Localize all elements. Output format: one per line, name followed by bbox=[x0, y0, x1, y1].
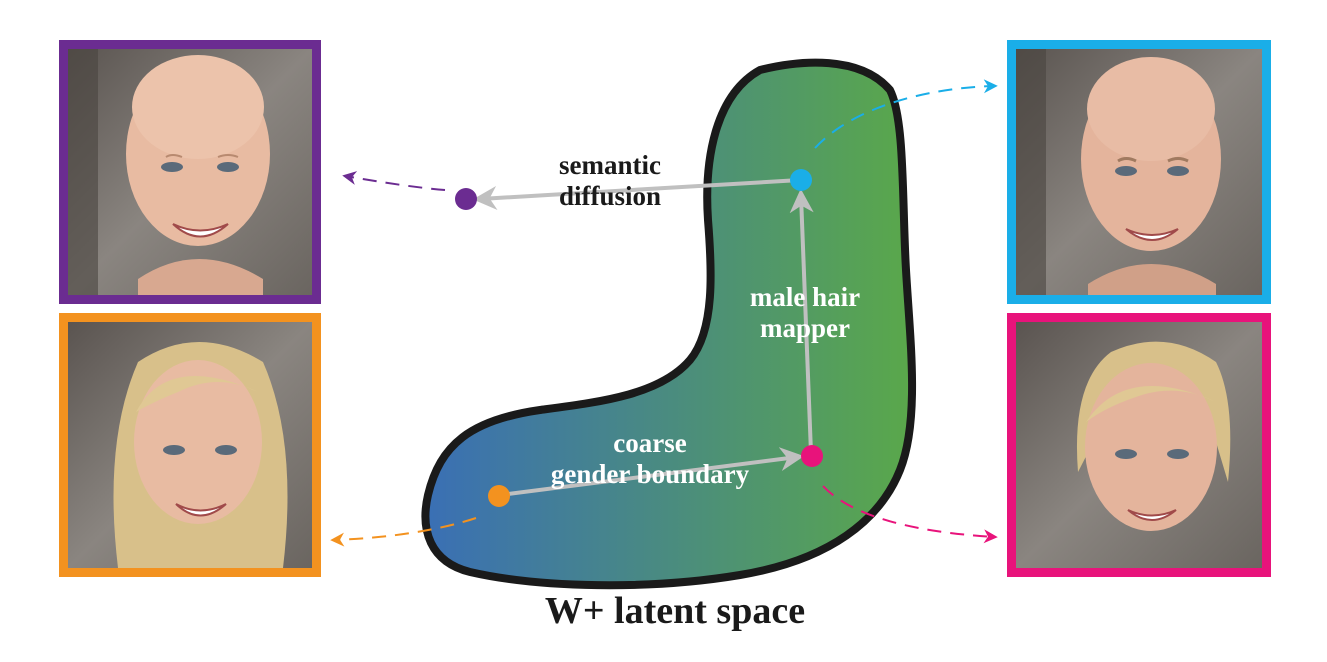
semantic-diffusion-line1: semantic bbox=[559, 150, 661, 180]
portrait-blonde-woman-image bbox=[68, 322, 312, 568]
semantic-diffusion-arrow bbox=[472, 178, 801, 210]
coarse-gender-boundary-line2: gender boundary bbox=[550, 459, 750, 490]
male-hair-mapper-line2: mapper bbox=[760, 313, 850, 344]
portrait-blonde-woman bbox=[59, 313, 321, 577]
latent-dot-purple bbox=[455, 188, 477, 210]
portrait-blonde-man-image bbox=[1016, 322, 1262, 568]
latent-space-title: W+ latent space bbox=[544, 590, 806, 632]
male-hair-mapper-arrow bbox=[789, 188, 814, 454]
male-hair-mapper-label: male hair mapper bbox=[730, 282, 880, 344]
portrait-bald-woman bbox=[59, 40, 321, 304]
latent-dot-blue bbox=[790, 169, 812, 191]
dashed-connector-pink bbox=[822, 485, 998, 544]
coarse-gender-boundary-line1: coarse bbox=[613, 428, 687, 458]
portrait-bald-woman-image bbox=[68, 49, 312, 295]
coarse-gender-boundary-arrow bbox=[499, 447, 805, 497]
portrait-blonde-man bbox=[1007, 313, 1271, 577]
coarse-gender-boundary-label: coarse gender boundary bbox=[525, 428, 775, 490]
portrait-bald-man-image bbox=[1016, 49, 1262, 295]
portrait-bald-man bbox=[1007, 40, 1271, 304]
semantic-diffusion-label: semantic diffusion bbox=[530, 150, 690, 212]
dashed-connector-orange bbox=[330, 517, 477, 547]
latent-dot-pink bbox=[801, 445, 823, 467]
dashed-connector-purple bbox=[342, 171, 446, 191]
semantic-diffusion-line2: diffusion bbox=[558, 181, 662, 212]
latent-dot-orange bbox=[488, 485, 510, 507]
male-hair-mapper-line1: male hair bbox=[749, 282, 861, 312]
dashed-connector-blue bbox=[814, 79, 998, 149]
